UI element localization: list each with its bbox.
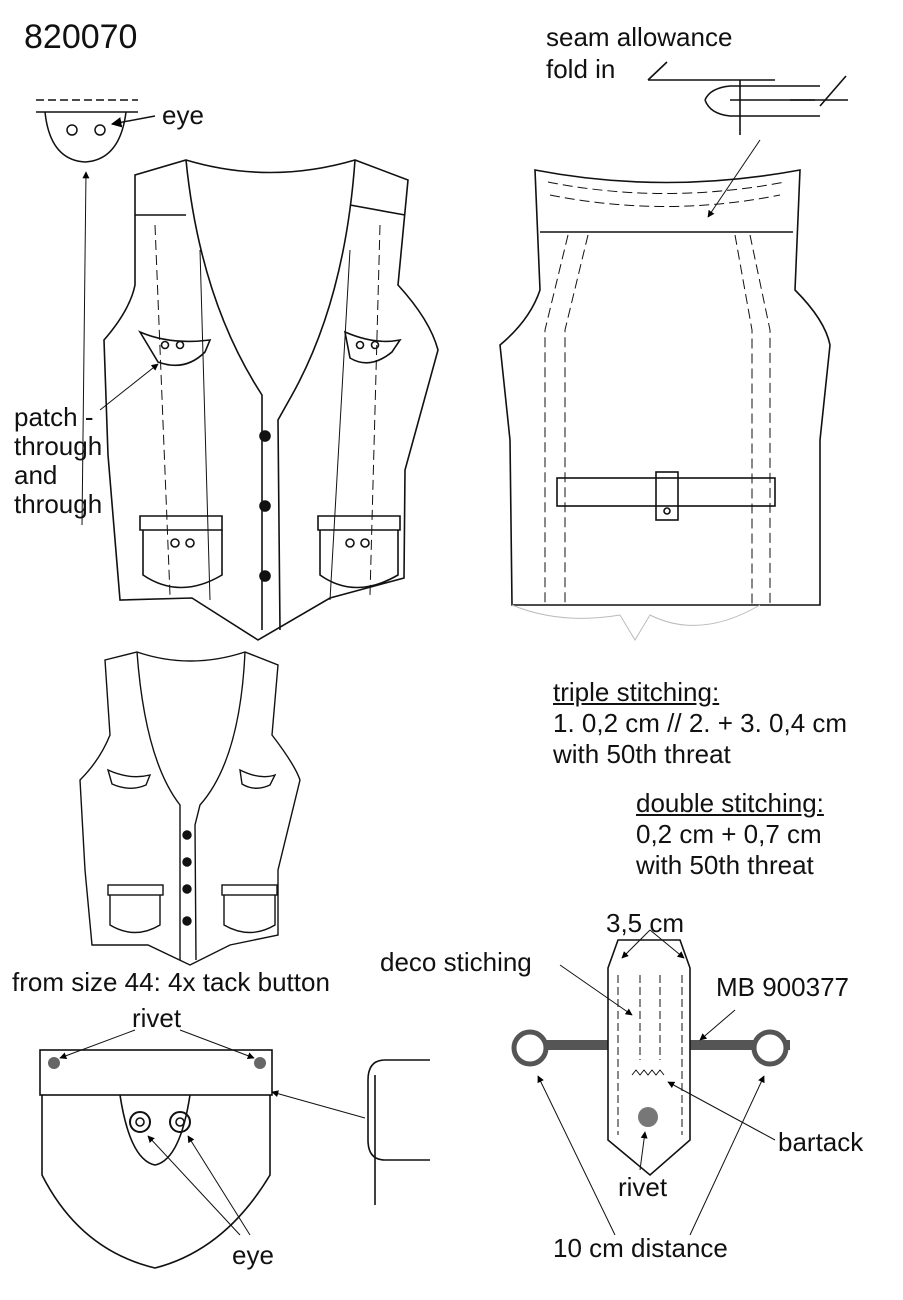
label-patch-2: through: [14, 431, 103, 461]
double-stitching-line-1: 0,2 cm + 0,7 cm: [636, 819, 822, 849]
style-number: 820070: [24, 18, 138, 56]
label-fold-in: fold in: [546, 54, 616, 84]
label-rivet-top: rivet: [132, 1003, 182, 1033]
label-patch-1: patch -: [14, 402, 94, 432]
tab-detail: [511, 929, 790, 1236]
label-patch-4: through: [14, 489, 103, 519]
double-stitching-title: double stitching:: [636, 788, 824, 818]
label-eye-bottom: eye: [232, 1240, 274, 1270]
triple-stitching-line-2: with 50th threat: [553, 739, 731, 769]
triple-stitching-title: triple stitching:: [553, 677, 720, 707]
eye-patch-detail: [36, 99, 156, 526]
size-note: from size 44: 4x tack button: [12, 967, 330, 997]
label-bartack: bartack: [778, 1127, 864, 1157]
pocket-detail: [39, 1029, 430, 1269]
label-width-35: 3,5 cm: [606, 908, 685, 938]
label-seam-allowance: seam allowance: [546, 22, 733, 52]
label-deco-stitching: deco stiching: [380, 947, 532, 977]
triple-stitching-line-1: 1. 0,2 cm // 2. + 3. 0,4 cm: [553, 708, 848, 738]
label-patch-3: and: [14, 460, 58, 490]
label-eye-top: eye: [162, 100, 204, 130]
small-front-vest: [79, 651, 301, 966]
front-vest: [99, 159, 439, 641]
double-stitching-line-2: with 50th threat: [636, 850, 814, 880]
label-distance: 10 cm distance: [553, 1233, 728, 1263]
label-rivet-bottom: rivet: [618, 1172, 668, 1202]
label-mb-number: MB 900377: [716, 972, 849, 1002]
back-vest: [499, 61, 848, 641]
